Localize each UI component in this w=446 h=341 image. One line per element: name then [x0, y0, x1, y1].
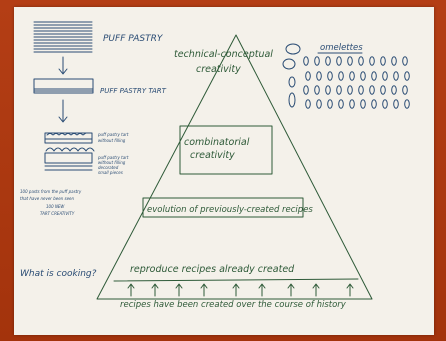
- omelette-oval: [402, 85, 408, 95]
- what-is-cooking: What is cooking?: [20, 269, 97, 279]
- note-many-2: without filling: [98, 160, 126, 165]
- omelette-oval-grid: [303, 56, 410, 109]
- note-filling-2: without filling: [98, 138, 126, 143]
- omelettes-label: omelettes: [320, 43, 363, 53]
- omelette-oval: [338, 71, 344, 81]
- note-many-3: decorated: [98, 165, 119, 170]
- omelette-oval: [316, 99, 322, 109]
- side-note-1: 100 pasts from the puff pastry: [20, 189, 82, 194]
- arrow-down-2: [58, 99, 68, 123]
- omelette-oval: [404, 99, 410, 109]
- omelette-shapes: [282, 43, 301, 108]
- side-note-4: TART CREATIVITY: [40, 211, 75, 216]
- omelette-oval: [380, 85, 386, 95]
- omelette-oval: [336, 85, 342, 95]
- omelette-oval: [404, 71, 410, 81]
- creativity-pyramid: [96, 34, 373, 300]
- omelette-oval: [382, 71, 388, 81]
- history-arrows: [127, 283, 354, 297]
- evolution-box: [142, 197, 304, 218]
- omelette-oval: [369, 85, 375, 95]
- omelette-oval: [402, 56, 408, 66]
- omelette-oval: [393, 71, 399, 81]
- omelette-oval: [314, 56, 320, 66]
- omelette-oval: [338, 99, 344, 109]
- omelette-oval: [314, 85, 320, 95]
- reproduce-label: reproduce recipes already created: [130, 264, 295, 275]
- pyramid-top-line-1: technical-conceptual: [174, 49, 273, 60]
- omelette-oval: [325, 85, 331, 95]
- tart-filling-sketch: [44, 132, 93, 144]
- omelette-oval: [316, 71, 322, 81]
- omelette-oval: [327, 99, 333, 109]
- omelette-oval: [393, 99, 399, 109]
- combinatorial-line-1: combinatorial: [184, 137, 250, 148]
- omelette-oval: [349, 99, 355, 109]
- side-note-2: that have never been seen: [20, 196, 74, 201]
- arrow-down-1: [58, 56, 68, 75]
- omelette-oval: [358, 56, 364, 66]
- puff-pastry-tart-sketch: [33, 78, 94, 94]
- omelette-oval: [336, 56, 342, 66]
- base-label: recipes have been created over the cours…: [120, 300, 347, 310]
- omelette-oval: [305, 71, 311, 81]
- pyramid-top-line-2: creativity: [196, 64, 241, 75]
- omelette-oval: [391, 85, 397, 95]
- omelette-oval: [347, 85, 353, 95]
- omelette-oval: [325, 56, 331, 66]
- omelette-oval: [371, 71, 377, 81]
- omelette-oval: [303, 85, 309, 95]
- evolution-label: evolution of previously-created recipes: [147, 205, 313, 215]
- side-note-3: 100 NEW: [46, 204, 65, 209]
- puff-pastry-label: PUFF PASTRY: [103, 34, 164, 44]
- note-many-4: small pieces: [98, 170, 123, 175]
- omelette-oval: [347, 56, 353, 66]
- omelette-oval: [391, 56, 397, 66]
- note-filling-1: puff pastry tart: [97, 132, 129, 137]
- puff-pastry-tart-label: PUFF PASTRY TART: [100, 87, 167, 95]
- omelette-oval: [360, 99, 366, 109]
- omelette-oval: [358, 85, 364, 95]
- omelette-oval: [349, 71, 355, 81]
- omelette-oval: [371, 99, 377, 109]
- omelette-oval: [305, 99, 311, 109]
- combinatorial-box: [179, 125, 273, 175]
- omelette-oval: [382, 99, 388, 109]
- omelette-oval: [360, 71, 366, 81]
- omelette-oval: [303, 56, 309, 66]
- puff-pastry-layers: [33, 21, 93, 53]
- note-many-1: puff pastry tart: [97, 155, 129, 160]
- omelette-oval: [327, 71, 333, 81]
- omelette-oval: [380, 56, 386, 66]
- tart-decorated-sketch: [44, 147, 95, 171]
- combinatorial-line-2: creativity: [190, 150, 235, 161]
- omelette-oval: [369, 56, 375, 66]
